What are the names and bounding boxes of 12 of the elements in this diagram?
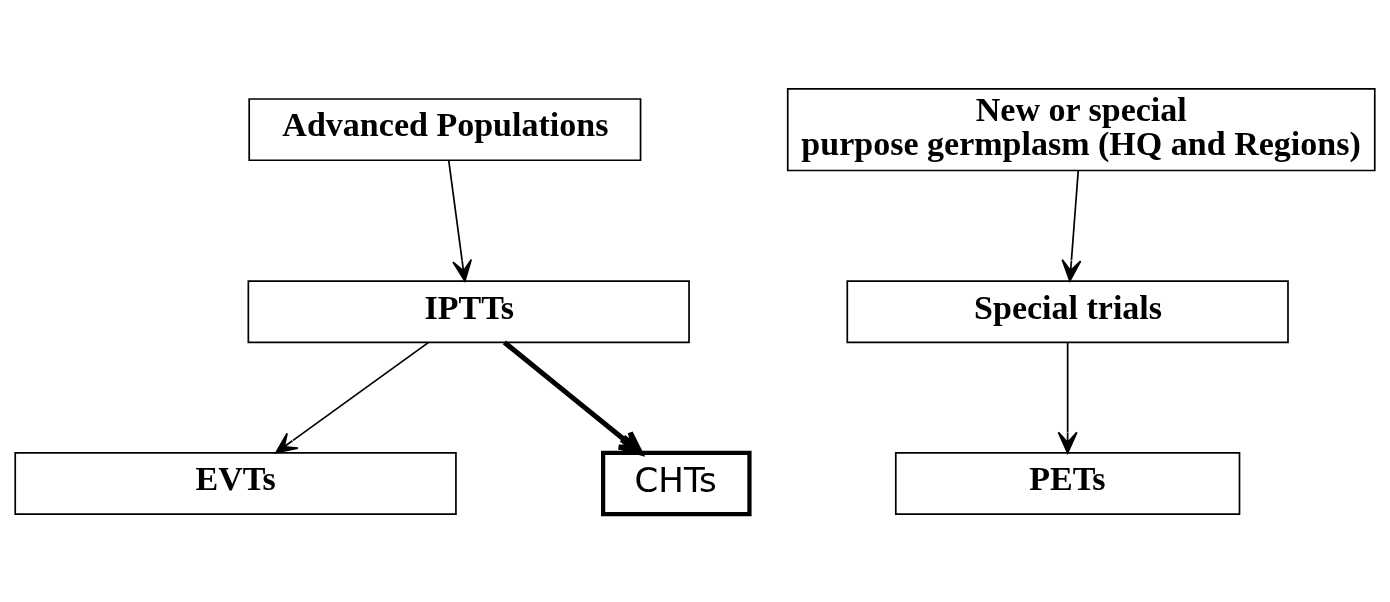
node-box: CHTs [601,450,752,516]
arrow [275,341,430,454]
node-box: New or special purpose germplasm (HQ and Regions) [786,87,1376,171]
arrow [1061,169,1082,282]
arrow [447,159,473,282]
node-box: Special trials [846,279,1289,343]
node-box: IPTTs [247,279,690,343]
node-box: EVTs [14,451,457,515]
node-box: PETs [894,451,1241,515]
node-box: Advanced Populations [248,97,642,161]
arrow [502,339,643,455]
arrow [1057,341,1078,454]
